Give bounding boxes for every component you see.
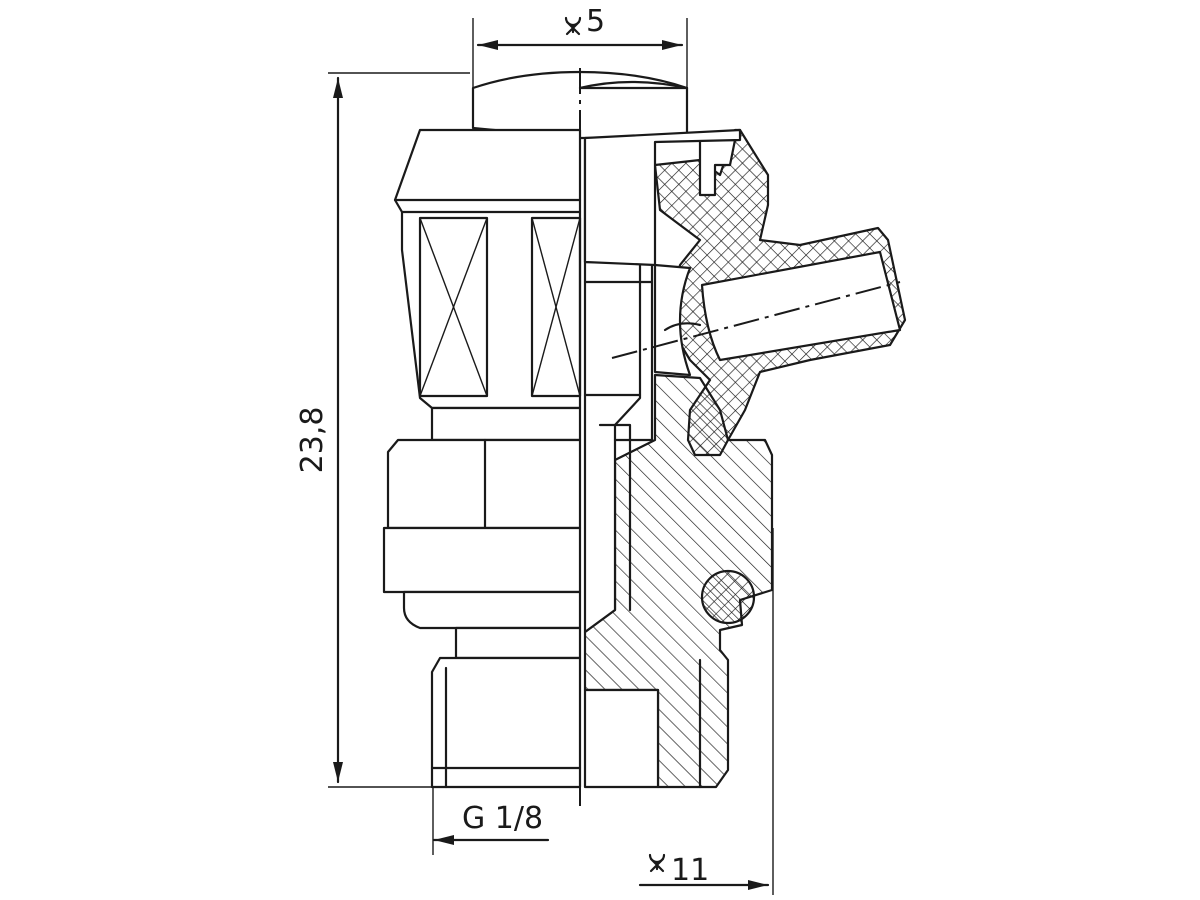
collar	[382, 526, 582, 594]
bottom-wrench-dimension: 11	[638, 528, 774, 895]
lower-hex	[430, 406, 582, 442]
top-wrench-label: 5	[586, 4, 605, 39]
section-tube-bore	[700, 250, 902, 362]
section-valve	[653, 263, 692, 377]
centerlines	[579, 68, 901, 806]
top-wrench-dimension: 5	[472, 4, 688, 128]
section-o-ring	[700, 569, 756, 625]
wrench-size-icon	[564, 16, 582, 36]
thread-dimension: G 1/8	[432, 770, 550, 855]
wrench-size-icon	[648, 853, 666, 873]
thread-label: G 1/8	[462, 801, 543, 836]
fitting-exterior-view	[382, 70, 689, 789]
height-dimension-label: 23,8	[295, 407, 330, 474]
height-dimension: 23,8	[295, 72, 470, 788]
fitting-section-view	[583, 128, 907, 789]
thread-spigot	[430, 656, 582, 789]
bottom-wrench-label: 11	[671, 853, 709, 888]
